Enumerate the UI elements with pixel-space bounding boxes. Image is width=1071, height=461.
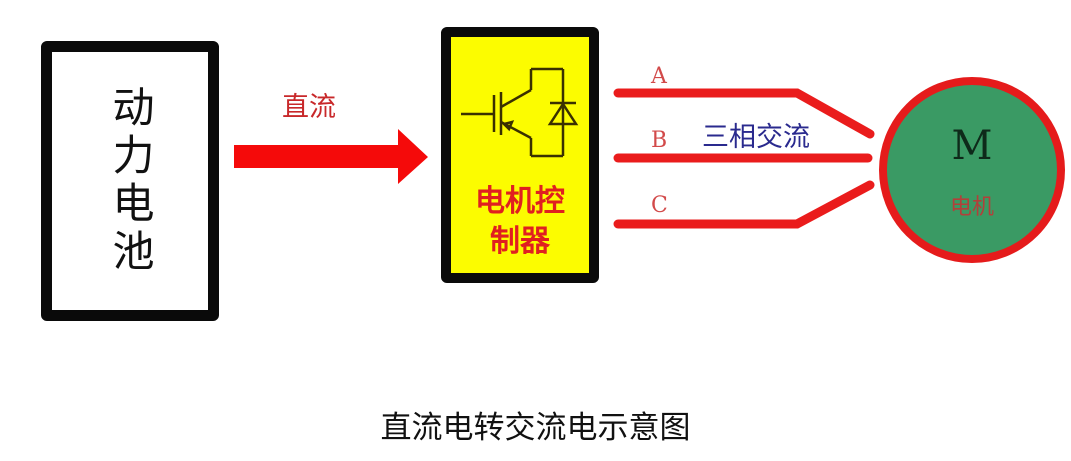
phase-c-label: C [651,193,668,218]
phase-a-label: A [651,64,667,89]
diagram-caption: 直流电转交流电示意图 [380,410,691,446]
phase-c-wire [613,180,875,229]
motor-controller-box: 电机控 制器 [441,27,599,283]
igbt-with-diode-icon [461,67,579,158]
controller-label-line1: 电机控 [475,184,565,219]
motor-label: 电机 [949,195,994,220]
controller-label: 电机控 制器 [451,182,589,262]
phase-a-wire [613,88,875,139]
battery-box: 动力电池 [41,41,219,321]
motor-circle: M 电机 [879,77,1065,263]
battery-label: 动力电池 [106,85,155,277]
phase-b-label: B [651,128,668,153]
three-phase-ac-label: 三相交流 [702,122,810,153]
dc-label: 直流 [282,92,336,123]
motor-symbol: M [951,123,993,169]
controller-label-line2: 制器 [490,224,550,259]
dc-arrow [234,129,428,184]
